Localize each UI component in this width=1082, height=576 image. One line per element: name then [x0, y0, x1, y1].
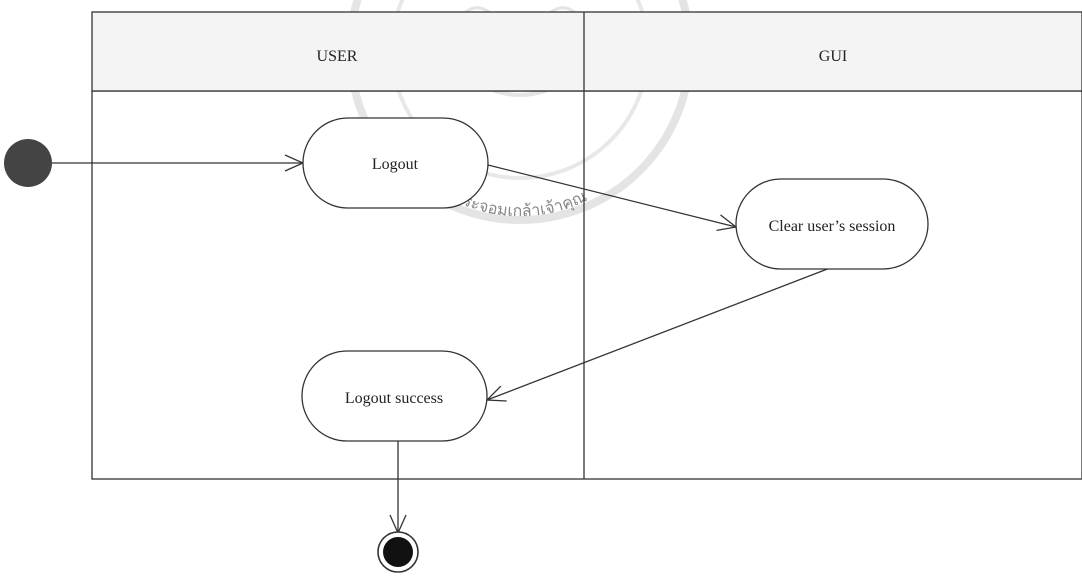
final-node — [377, 531, 419, 573]
activity-logout-success: Logout success — [301, 350, 488, 442]
lanes-header — [91, 11, 1082, 92]
swimlane-frame — [91, 11, 1082, 480]
activity-logout-label: Logout — [372, 156, 419, 173]
lanes-body — [91, 90, 1082, 480]
activity-clear-session-label: Clear user’s session — [769, 218, 896, 235]
lane-user-header: USER — [317, 48, 358, 65]
activity-logout-success-label: Logout success — [345, 390, 443, 407]
flows — [28, 163, 831, 533]
activity-clear-session: Clear user’s session — [735, 178, 929, 270]
lane-gui-header: GUI — [819, 48, 847, 65]
flow-logout-to-clear-session — [487, 164, 736, 227]
flow-clear-session-to-success — [487, 267, 831, 400]
activity-logout: Logout — [302, 117, 489, 209]
initial-node — [4, 139, 52, 187]
